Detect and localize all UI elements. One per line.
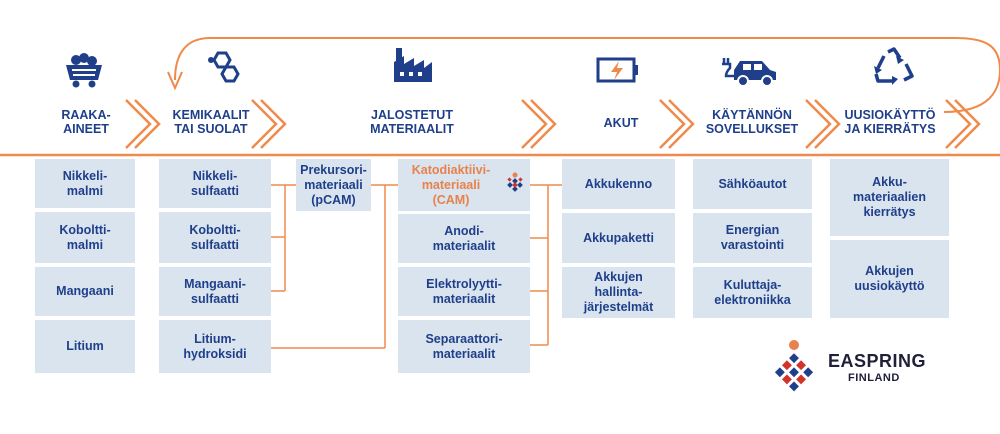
easpring-logo-icon	[774, 340, 814, 392]
box-consumer-electronics: Kuluttaja- elektroniikka	[693, 267, 812, 318]
stage-chevrons	[125, 99, 981, 149]
factory-icon	[394, 48, 432, 82]
logo-name: EASPRING	[828, 351, 927, 371]
box-manganese: Mangaani	[35, 267, 135, 316]
battery-icon	[596, 57, 638, 83]
stage-label-batteries: AKUT	[603, 116, 639, 130]
electric-car-icon	[722, 58, 776, 87]
connector-chemicals-pcam	[271, 184, 296, 292]
connector-pcam-cam	[271, 184, 398, 349]
stage-label-refined: JALOSTETUT MATERIAALIT	[370, 108, 454, 136]
stage-label-raw-materials: RAAKA- AINEET	[61, 108, 111, 136]
logo-sub: FINLAND	[848, 372, 900, 384]
recycle-icon	[874, 47, 914, 85]
box-separator: Separaattori- materiaalit	[398, 320, 530, 373]
box-battery-reuse: Akkujen uusiokäyttö	[830, 240, 949, 318]
recycle-loop-arrow	[174, 37, 1000, 113]
box-electric-cars: Sähköautot	[693, 159, 812, 209]
box-battery-cell: Akkukenno	[562, 159, 675, 209]
box-energy-storage: Energian varastointi	[693, 213, 812, 263]
box-battery-pack: Akkupaketti	[562, 213, 675, 263]
box-manganese-sulfate: Mangaani- sulfaatti	[159, 267, 271, 316]
box-bms: Akkujen hallinta- järjestelmät	[562, 267, 675, 318]
molecule-icon	[208, 51, 240, 83]
box-lithium: Litium	[35, 320, 135, 373]
box-electrolyte: Elektrolyytti- materiaalit	[398, 267, 530, 316]
stage-label-applications: KÄYTÄNNÖN SOVELLUKSET	[705, 108, 799, 136]
box-nickel-ore: Nikkeli- malmi	[35, 159, 135, 208]
mine-cart-icon	[66, 53, 102, 88]
stage-label-chemicals: KEMIKAALIT TAI SUOLAT	[172, 108, 250, 136]
box-cobalt-ore: Koboltti- malmi	[35, 212, 135, 263]
box-lithium-hydroxide: Litium- hydroksidi	[159, 320, 271, 373]
box-nickel-sulfate: Nikkeli- sulfaatti	[159, 159, 271, 208]
box-anode: Anodi- materiaalit	[398, 214, 530, 263]
box-pcam: Prekursori- materiaali (pCAM)	[296, 159, 371, 211]
box-material-recycling: Akku- materiaalien kierrätys	[830, 159, 949, 236]
stage-label-recycling: UUSIOKÄYTTÖ JA KIERRÄTYS	[844, 108, 936, 136]
box-cobalt-sulfate: Koboltti- sulfaatti	[159, 212, 271, 263]
loop-arrowhead	[167, 71, 183, 91]
connector-refined-batteries	[530, 184, 562, 346]
easpring-mini-logo-icon	[507, 172, 523, 192]
